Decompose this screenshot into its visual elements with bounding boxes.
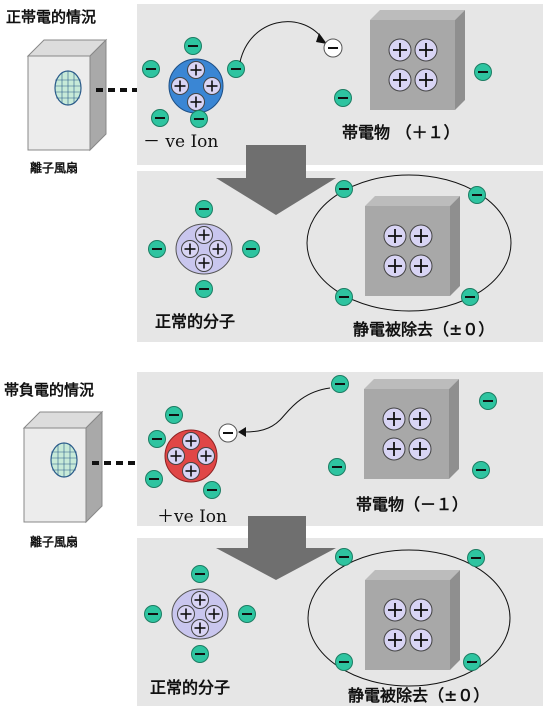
- free-electron-bottom: [218, 423, 238, 443]
- neutralized-object-bottom: [365, 570, 460, 670]
- ionizer-fan-top: [27, 39, 107, 151]
- neutralized-label-top: 静電被除去（±０）: [353, 320, 494, 339]
- section-title-negative: 帯負電的情況: [4, 381, 94, 399]
- transition-arrow-top-lower: [216, 171, 336, 215]
- fan-label-top: 離子風扇: [30, 160, 78, 175]
- electron-transfer-curve-bottom: [243, 387, 331, 433]
- charged-object-top: [370, 10, 465, 110]
- ionizer-fan-bottom: [23, 411, 103, 523]
- electron-icon: [334, 287, 354, 307]
- charged-object-label-top: 帯電物 （＋１）: [342, 123, 460, 142]
- neutralized-boundary-top: [306, 174, 512, 312]
- electron-icon: [471, 460, 491, 480]
- neutral-molecule-label-top: 正常的分子: [155, 312, 235, 331]
- fan-label-bottom: 離子風扇: [30, 534, 78, 549]
- electron-icon: [330, 374, 350, 394]
- positive-ion: [144, 405, 222, 500]
- electron-icon: [460, 287, 480, 307]
- neutralized-object-top: [365, 196, 460, 296]
- negative-ion: [141, 36, 246, 129]
- section-title-positive: 正帯電的情況: [6, 8, 96, 26]
- electron-transfer-arrowhead-bottom: [238, 427, 246, 437]
- electron-icon: [462, 652, 482, 672]
- charged-object-bottom: [364, 379, 459, 479]
- neutralized-label-bottom: 静電被除去（±０）: [348, 686, 489, 705]
- free-electron-top: [323, 38, 343, 58]
- electron-icon: [478, 391, 498, 411]
- neutralized-boundary-bottom: [307, 549, 511, 687]
- electron-transfer-arrowhead-top: [316, 33, 327, 44]
- electron-icon: [466, 548, 486, 568]
- electron-transfer-curve-top: [239, 21, 323, 63]
- electron-icon: [467, 185, 487, 205]
- electron-icon: [327, 457, 347, 477]
- negative-ion-label: － ve Ion: [143, 132, 218, 152]
- electron-icon: [333, 88, 353, 108]
- neutral-molecule-label-bottom: 正常的分子: [150, 678, 230, 697]
- transition-arrow-bottom-lower: [216, 538, 336, 580]
- electron-icon: [334, 547, 354, 567]
- electron-icon: [334, 179, 354, 199]
- charged-object-label-bottom: 帯電物（－１）: [356, 495, 468, 514]
- electron-icon: [473, 62, 493, 82]
- positive-ion-label: ＋ve Ion: [157, 507, 227, 527]
- electron-icon: [334, 652, 354, 672]
